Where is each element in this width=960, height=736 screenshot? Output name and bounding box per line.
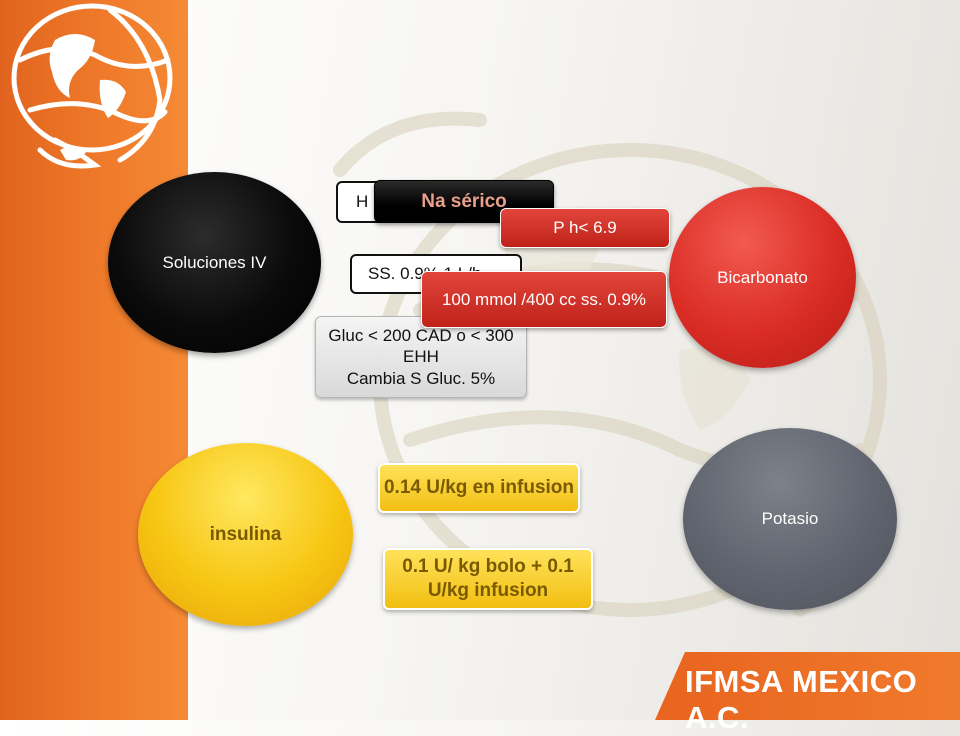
- insulina-bolo-box: 0.1 U/ kg bolo + 0.1 U/kg infusion: [383, 548, 593, 610]
- globe-logo-icon: [11, 3, 173, 169]
- insulina-circle: insulina: [138, 443, 353, 626]
- ifmsa-banner: [655, 652, 960, 720]
- ph-box: P h< 6.9: [500, 208, 670, 248]
- insulina-bolo-label: 0.1 U/ kg bolo + 0.1 U/kg infusion: [402, 556, 574, 601]
- ifmsa-banner-label: IFMSA MEXICO A.C.: [685, 664, 918, 735]
- insulina-infusion-box: 0.14 U/kg en infusion: [378, 463, 580, 513]
- bicarbonato-circle: Bicarbonato: [669, 187, 856, 368]
- potasio-label: Potasio: [761, 509, 819, 528]
- glucosa-condition: Gluc < 200 CAD o < 300 EHH: [328, 326, 514, 367]
- soluciones-iv-label: Soluciones IV: [162, 252, 267, 272]
- insulina-infusion-label: 0.14 U/kg en infusion: [383, 477, 575, 499]
- na-serico-label: Na sérico: [421, 190, 507, 212]
- ph-label: P h< 6.9: [553, 218, 617, 238]
- glucosa-change: Cambia S Gluc. 5%: [346, 368, 496, 388]
- h-box-label: H: [356, 192, 369, 212]
- potasio-circle: Potasio: [683, 428, 897, 610]
- bicarbonato-dose-label: 100 mmol /400 cc ss. 0.9%: [441, 289, 647, 309]
- sidebar-edge: [188, 0, 192, 720]
- bicarbonato-label: Bicarbonato: [717, 267, 808, 287]
- glucosa-box: Gluc < 200 CAD o < 300 EHH Cambia S Gluc…: [315, 316, 527, 398]
- bicarbonato-dose-box: 100 mmol /400 cc ss. 0.9%: [421, 271, 667, 328]
- insulina-label: insulina: [209, 523, 282, 545]
- soluciones-iv-circle: Soluciones IV: [108, 172, 321, 353]
